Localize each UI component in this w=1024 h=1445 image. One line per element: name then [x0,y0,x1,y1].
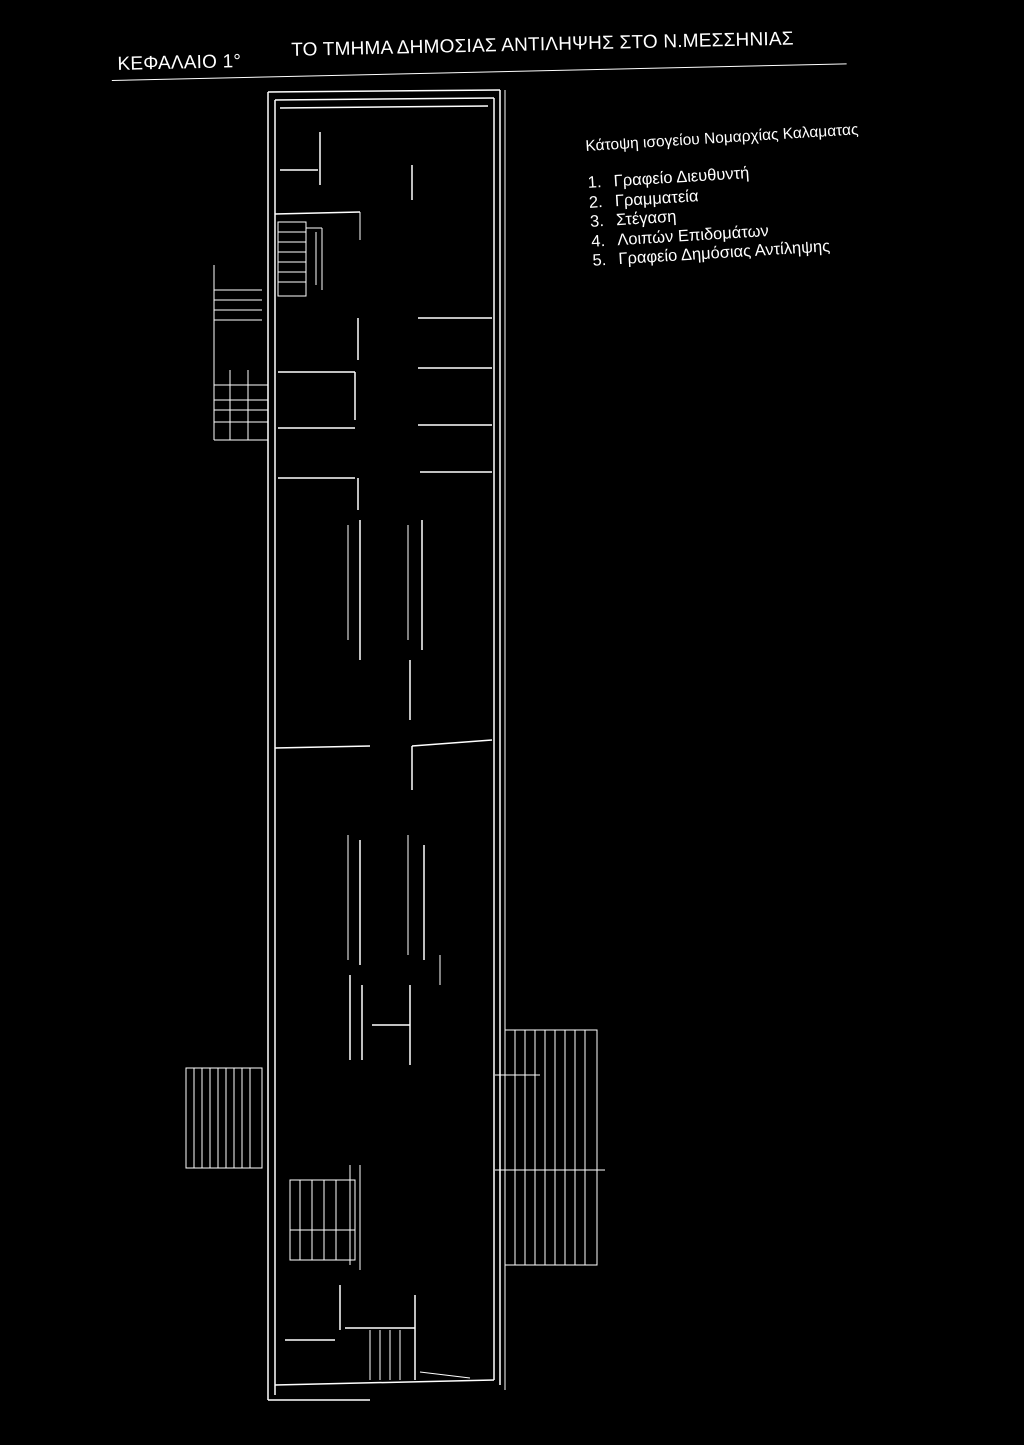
left-exterior-stair-upper [213,265,268,441]
right-exterior-stair [495,1029,605,1266]
corridor-rooms [274,317,493,790]
left-exterior-stair-lower [185,1067,263,1169]
bottom-rooms [285,1285,471,1380]
lower-staircase [289,1165,361,1270]
top-rooms [274,105,489,240]
outer-walls [267,89,506,1401]
lower-rooms [347,835,441,1065]
upper-staircase [277,221,323,297]
